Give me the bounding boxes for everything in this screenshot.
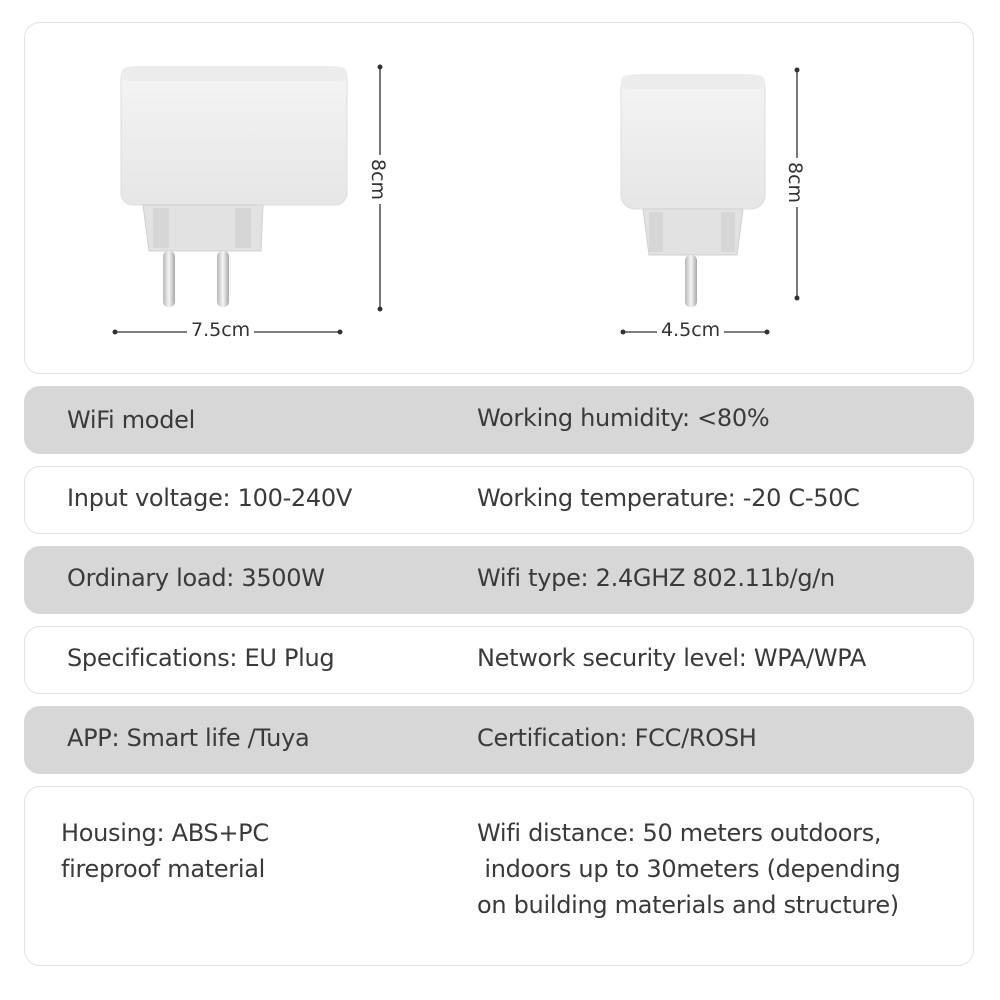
spec-row: Ordinary load: 3500W Wifi type: 2.4GHZ 8… — [24, 546, 974, 614]
spec-row: Input voltage: 100-240V Working temperat… — [24, 466, 974, 534]
spec-wifi-distance-line1: Wifi distance: 50 meters outdoors, — [477, 819, 882, 847]
spec-wifi-type: Wifi type: 2.4GHZ 802.11b/g/n — [477, 564, 835, 592]
spec-app: APP: Smart life /Tuya — [67, 724, 310, 752]
spec-wifi-distance-line3: on building materials and structure) — [477, 891, 899, 919]
product-illustration — [112, 64, 800, 335]
product-dimension-panel: 8cm 7.5cm 8cm 4.5cm — [24, 22, 974, 374]
spec-row: APP: Smart life /Tuya Certification: FCC… — [24, 706, 974, 774]
spec-wifi-distance-line2: indoors up to 30meters (depending — [477, 855, 901, 883]
spec-input-voltage: Input voltage: 100-240V — [67, 484, 352, 512]
spec-row: WiFi model Working humidity: <80% — [24, 386, 974, 454]
spec-specifications: Specifications: EU Plug — [67, 644, 335, 672]
small-plug-height-label: 8cm — [784, 157, 806, 208]
spec-ordinary-load: Ordinary load: 3500W — [67, 564, 325, 592]
spec-working-humidity: Working humidity: <80% — [477, 404, 770, 432]
spec-network-security: Network security level: WPA/WPA — [477, 644, 867, 672]
large-smart-plug-image — [120, 66, 348, 307]
spec-working-temperature: Working temperature: -20 C-50C — [477, 484, 860, 512]
spec-row: Specifications: EU Plug Network security… — [24, 626, 974, 694]
small-smart-plug-image — [620, 74, 766, 307]
spec-certification: Certification: FCC/ROSH — [477, 724, 757, 752]
spec-wifi-model: WiFi model — [67, 406, 195, 434]
spec-housing-line1: Housing: ABS+PC — [61, 819, 269, 847]
spec-housing-line2: fireproof material — [61, 855, 266, 883]
large-plug-height-label: 8cm — [367, 154, 389, 205]
small-plug-width-label: 4.5cm — [657, 321, 725, 340]
large-plug-width-label: 7.5cm — [187, 321, 255, 340]
spec-row-large: Housing: ABS+PC fireproof material Wifi … — [24, 786, 974, 966]
